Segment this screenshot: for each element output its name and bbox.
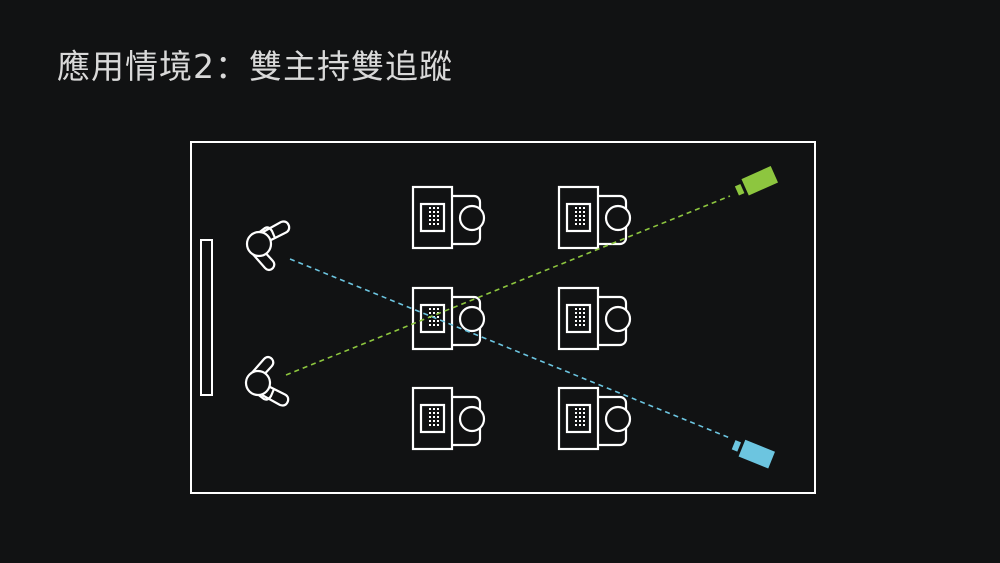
presenter-1 [245,220,291,272]
presenter-2 [244,355,290,407]
desk-row3-col1 [411,386,486,451]
green-camera-icon [734,166,779,196]
desk-row1-col2 [557,185,632,250]
whiteboard [200,239,213,396]
blue-tracking-line [289,258,731,439]
desk-row3-col2 [557,386,632,451]
desk-row2-col1 [411,286,486,351]
room-outline [190,141,816,494]
desk-row2-col2 [557,286,632,351]
desk-row1-col1 [411,185,486,250]
blue-camera-icon [731,439,775,469]
page-title: 應用情境2：雙主持雙追蹤 [57,47,453,86]
green-tracking-line [285,195,731,376]
